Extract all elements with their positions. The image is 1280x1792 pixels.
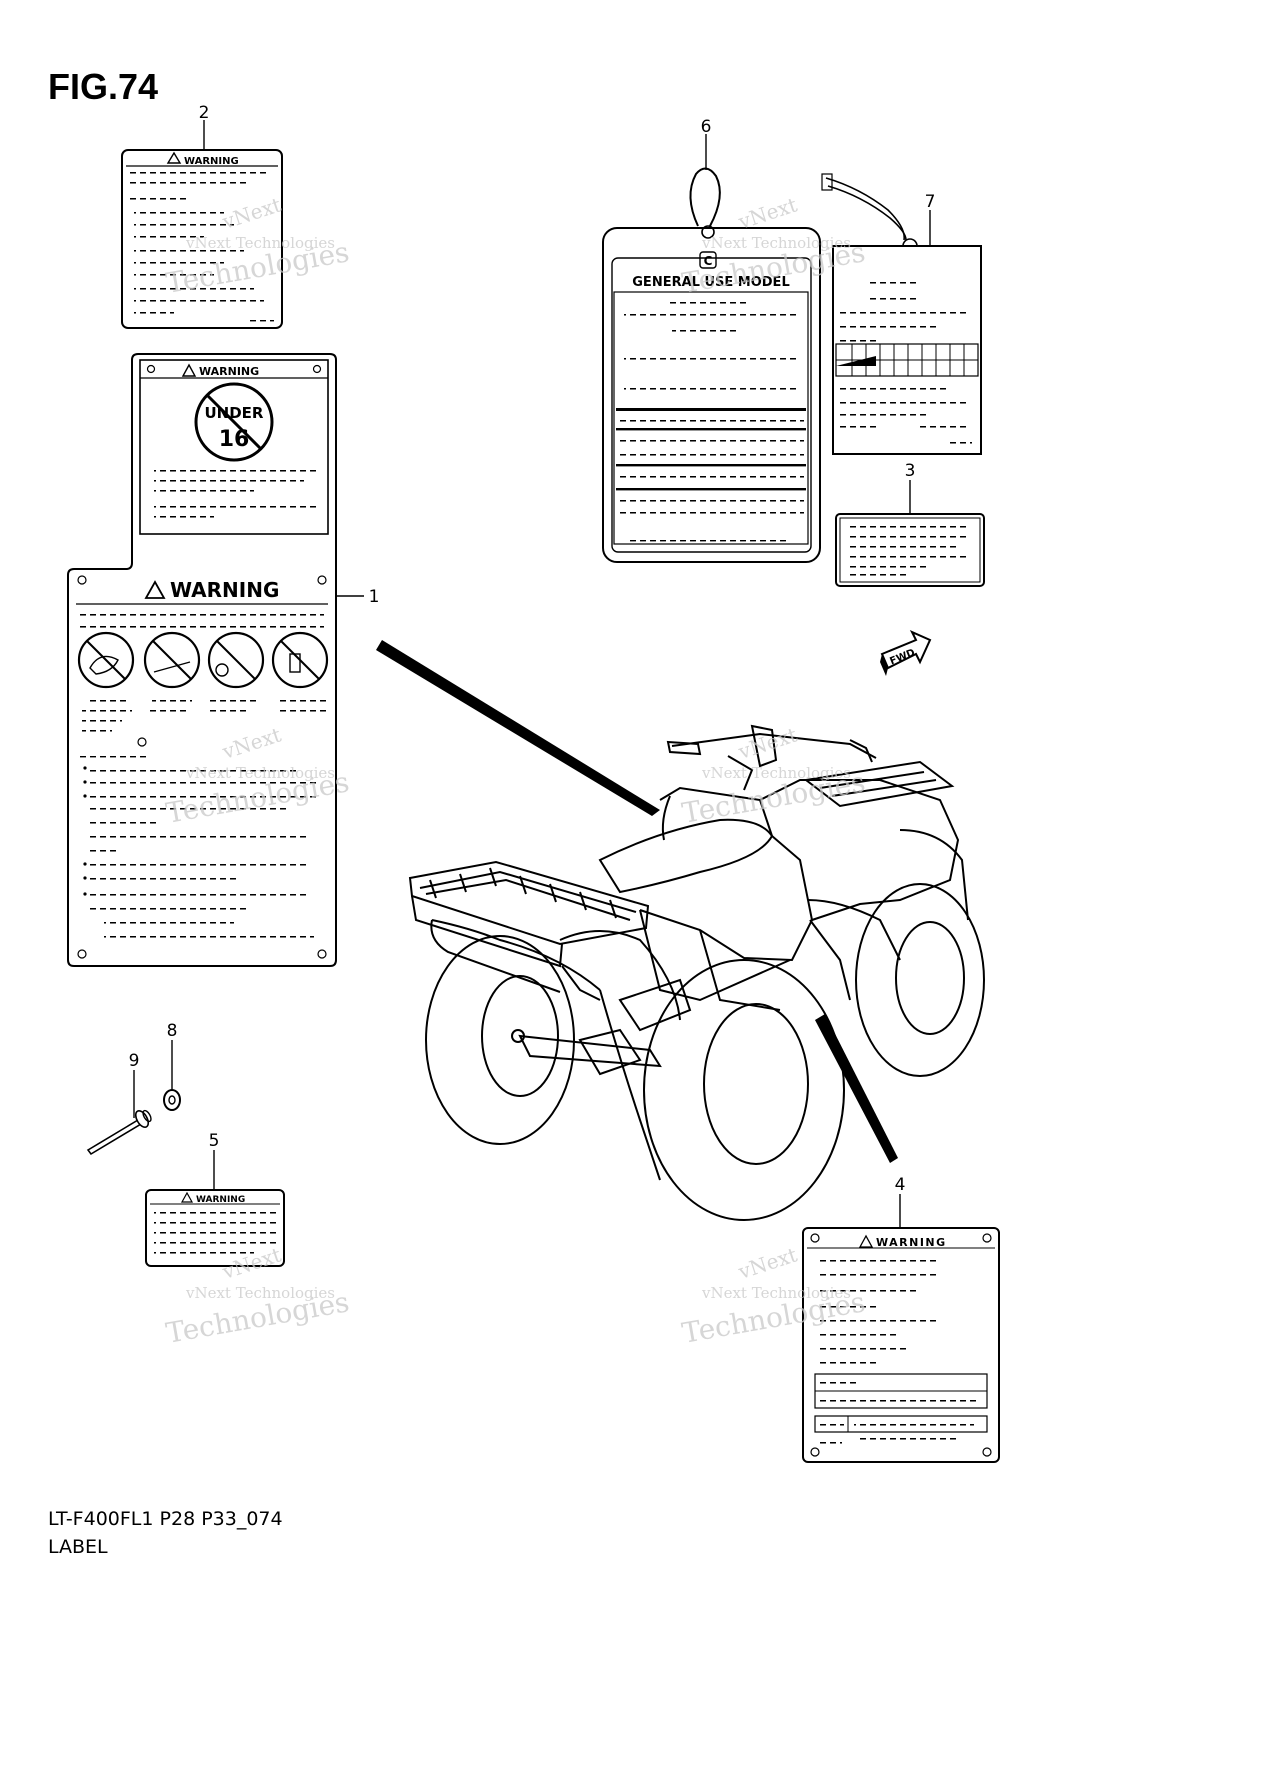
pointer-wedge-label-4	[815, 1014, 898, 1163]
part-8-washer[interactable]	[163, 1089, 181, 1111]
no-paved-road-icon	[143, 631, 201, 689]
svg-text:vNext Technologies: vNext Technologies	[701, 234, 851, 252]
label-7-lower-lines	[840, 388, 972, 444]
no-drinking-icon	[207, 631, 265, 689]
general-use-model-text: GENERAL USE MODEL	[632, 275, 789, 290]
callout-5: 5	[209, 1131, 220, 1151]
svg-text:vNext Technologies: vNext Technologies	[185, 1284, 335, 1302]
part-9-rivet[interactable]	[86, 1109, 153, 1156]
callout-9: 9	[129, 1051, 140, 1071]
label-6-hang-tag[interactable]: C GENERAL USE MODEL	[602, 167, 821, 563]
model-code: LT-F400FL1 P28 P33_074	[48, 1508, 283, 1530]
callout-7: 7	[925, 192, 936, 212]
warning-icon	[858, 1234, 874, 1248]
svg-text:vNext Technologies: vNext Technologies	[701, 1284, 851, 1302]
atv-illustration	[408, 724, 985, 1221]
svg-text:vNext Technologies: vNext Technologies	[701, 764, 851, 782]
label-5-warning-text: WARNING	[196, 1195, 245, 1205]
svg-text:vNext: vNext	[735, 1242, 800, 1284]
label-7-hang-tag[interactable]	[821, 173, 982, 455]
no-alcohol-icon	[271, 631, 329, 689]
label-3-small[interactable]	[835, 513, 985, 587]
pointer-wedge-label-1	[376, 640, 660, 816]
label-4-text-lines	[816, 1260, 936, 1364]
label-6-text-lines	[616, 302, 806, 542]
warning-icon	[180, 1191, 194, 1203]
watermark-3: vNext vNext Technologies Technologies	[163, 722, 351, 829]
label-2-warning-text: WARNING	[184, 156, 239, 167]
callout-2: 2	[199, 103, 210, 123]
fwd-arrow-label[interactable]: FWD	[880, 629, 932, 676]
svg-text:vNext Technologies: vNext Technologies	[185, 234, 335, 252]
label-5-text-lines	[154, 1212, 278, 1254]
no-passenger-icon	[77, 631, 135, 689]
section-name: LABEL	[48, 1536, 108, 1558]
callout-3: 3	[905, 461, 916, 481]
label-7-spec-table	[835, 343, 979, 377]
no-under-16-icon	[194, 382, 274, 462]
callout-6: 6	[701, 117, 712, 137]
label-2-small-warning[interactable]: WARNING	[121, 149, 283, 329]
label-7-text-lines	[840, 282, 970, 342]
label-3-text-lines	[846, 526, 970, 576]
callout-4: 4	[895, 1175, 906, 1195]
under-text: UNDER	[205, 404, 264, 422]
label-1-upper-text-lines	[154, 470, 316, 518]
watermark-4: vNext vNext Technologies Technologies	[679, 722, 867, 829]
svg-text:vNext Technologies: vNext Technologies	[185, 764, 335, 782]
label-4-warning-text: WARNING	[876, 1236, 947, 1249]
label-1-main-warning[interactable]: WARNING UNDER 16 WARNING	[67, 353, 337, 967]
label-1-lower-text-lines	[76, 700, 326, 938]
warning-icon	[181, 363, 197, 377]
warning-icon	[144, 580, 166, 599]
label-1-main-warning-text: WARNING	[170, 578, 279, 602]
label-1-upper-warning-text: WARNING	[199, 365, 259, 378]
label-2-text-lines	[130, 172, 274, 322]
callout-8: 8	[167, 1021, 178, 1041]
tag-letter: C	[704, 254, 713, 268]
callout-1: 1	[369, 587, 380, 607]
label-4-warning[interactable]: WARNING	[802, 1227, 1000, 1463]
figure-title: FIG.74	[48, 66, 159, 107]
label-5-small-warning[interactable]: WARNING	[145, 1189, 285, 1267]
age-text: 16	[219, 427, 250, 452]
prohibition-pictograms	[77, 631, 329, 689]
warning-icon	[166, 151, 182, 164]
